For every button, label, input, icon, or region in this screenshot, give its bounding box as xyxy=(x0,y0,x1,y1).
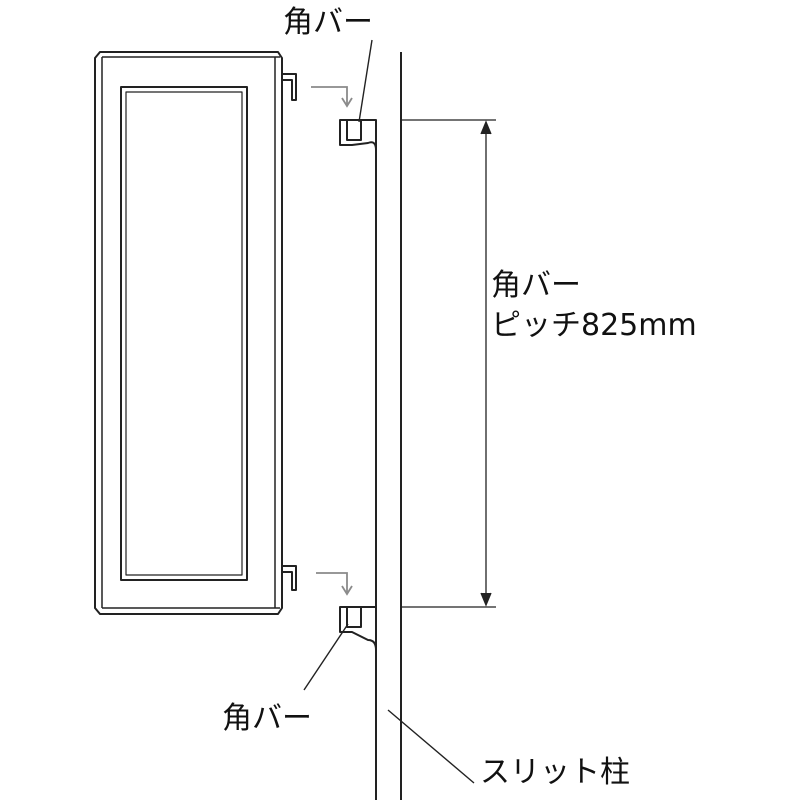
leader-bottom-bar xyxy=(303,623,349,691)
label-top-square-bar: 角バー xyxy=(283,5,373,40)
label-bottom-square-bar: 角バー xyxy=(222,701,312,736)
cabinet-door-panel xyxy=(120,86,248,581)
leader-slit-post xyxy=(387,709,475,784)
square-bar-bracket-top xyxy=(339,119,377,151)
square-bar-bracket-bottom xyxy=(339,606,377,651)
dimension-arrowhead-bottom xyxy=(480,592,492,607)
hook-arrow-top xyxy=(311,86,348,104)
square-bar-bottom xyxy=(346,606,362,628)
square-bar-top xyxy=(346,119,362,141)
leader-lines xyxy=(303,39,475,784)
label-pitch-line2: ピッチ825mm xyxy=(491,308,697,343)
hook-direction-arrows xyxy=(311,86,353,596)
dimension-arrowhead-top xyxy=(480,120,492,135)
leader-top-bar xyxy=(358,39,373,123)
slit-post xyxy=(375,52,402,800)
cabinet-hook-bottom xyxy=(282,565,297,591)
cabinet xyxy=(94,51,283,615)
cabinet-hook-top xyxy=(282,73,297,101)
cabinet-outer-frame xyxy=(94,51,283,615)
hook-arrow-bottom xyxy=(316,572,348,592)
label-pitch-line1: 角バー xyxy=(491,268,581,303)
label-slit-post: スリット柱 xyxy=(480,755,630,790)
pitch-dimension xyxy=(402,119,496,608)
cabinet-door-inner-panel xyxy=(125,91,243,576)
